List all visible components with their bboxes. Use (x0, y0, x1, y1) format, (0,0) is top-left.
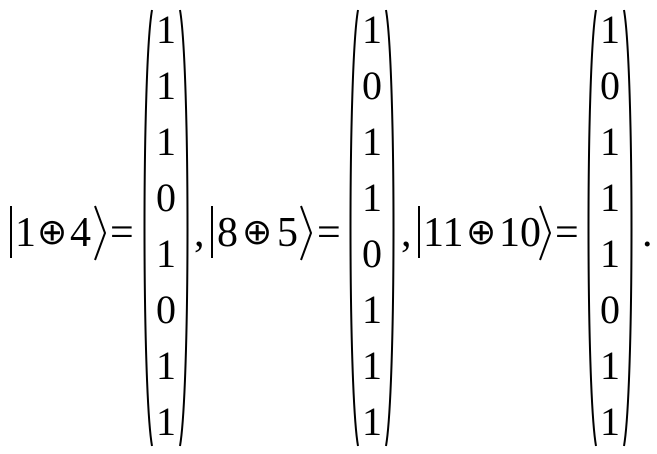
ket-3-entry: 1 (600, 119, 620, 164)
ket-2-operand-a: 8 (217, 210, 238, 256)
separator-comma-2: , (401, 210, 412, 256)
ket-1-entry: 1 (156, 7, 176, 52)
ket-1-column-vector: 1 1 1 0 1 0 1 1 (140, 8, 192, 448)
ket-2-left-bar (211, 206, 213, 258)
ket-3-equals: = (555, 210, 579, 256)
ket-3-entry: 1 (600, 175, 620, 220)
ket-3-entry: 1 (600, 343, 620, 388)
ket-2-entry: 1 (362, 287, 382, 332)
ket-3-entry: 1 (600, 7, 620, 52)
ket-3-entry: 0 (600, 63, 620, 108)
ket-1-entry: 1 (156, 399, 176, 444)
ket-2-entry: 1 (362, 119, 382, 164)
ket-3-xor-symbol: ⊕ (466, 212, 497, 253)
ket-3-right-paren (623, 9, 633, 447)
ket-2-right-angle (300, 205, 313, 261)
ket-1-left-bar (10, 206, 12, 258)
ket-2-entry: 0 (362, 63, 382, 108)
ket-3-left-paren (587, 9, 597, 447)
ket-2-operand-b: 5 (277, 210, 298, 256)
ket-3-column-vector: 1 0 1 1 1 0 1 1 (584, 8, 636, 448)
ket-3-entry: 1 (600, 399, 620, 444)
ket-2-entry: 0 (362, 231, 382, 276)
ket-1-equals: = (110, 210, 134, 256)
ket-1-operand-b: 4 (70, 210, 91, 256)
ket-1-right-angle (94, 205, 107, 261)
ket-2-right-paren (385, 9, 395, 447)
ket-3-operand-a: 11 (423, 210, 464, 256)
ket-2-entry: 1 (362, 7, 382, 52)
ket-2-xor-symbol: ⊕ (242, 212, 273, 253)
ket-1-entry: 1 (156, 231, 176, 276)
ket-1-entry: 1 (156, 343, 176, 388)
ket-3-right-angle (539, 205, 552, 261)
ket-2-entry: 1 (362, 343, 382, 388)
separator-comma-1: , (194, 210, 205, 256)
ket-2-entry: 1 (362, 175, 382, 220)
ket-1-entry: 0 (156, 287, 176, 332)
ket-2-equals: = (317, 210, 341, 256)
ket-3-entry: 0 (600, 287, 620, 332)
ket-1-entry: 0 (156, 175, 176, 220)
ket-1-entry: 1 (156, 119, 176, 164)
ket-2-entry: 1 (362, 399, 382, 444)
ket-2-column-vector: 1 0 1 1 0 1 1 1 (346, 8, 398, 448)
terminal-period: . (642, 210, 653, 256)
ket-1-operand-a: 1 (15, 210, 36, 256)
ket-3-operand-b: 10 (499, 210, 541, 256)
ket-1-xor-symbol: ⊕ (37, 212, 68, 253)
ket-2-left-paren (349, 9, 359, 447)
ket-1-left-paren (143, 9, 153, 447)
ket-3-left-bar (418, 206, 420, 258)
ket-3-entry: 1 (600, 231, 620, 276)
ket-1-right-paren (179, 9, 189, 447)
ket-1-entry: 1 (156, 63, 176, 108)
